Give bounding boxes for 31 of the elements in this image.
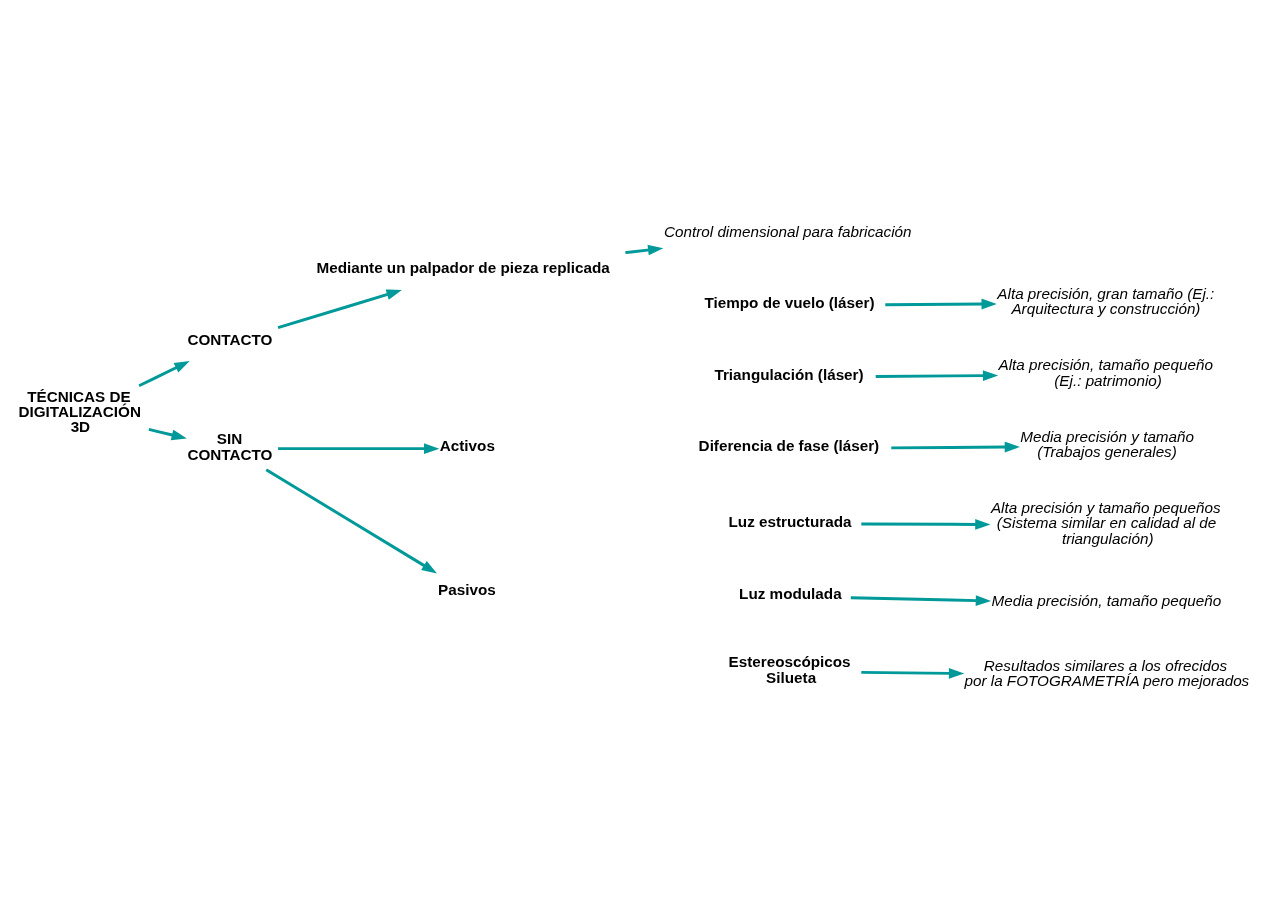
arrow	[891, 441, 1020, 453]
arrow	[861, 668, 965, 679]
arrow	[850, 595, 992, 606]
arrow	[875, 370, 999, 381]
arrow	[625, 244, 664, 256]
node-text: Activos	[439, 437, 495, 455]
arrow	[277, 289, 402, 330]
arrow	[148, 427, 187, 441]
node-text: Mediante un palpador de pieza replicada	[316, 259, 610, 277]
node-text: Pasivos	[438, 580, 496, 598]
node-text: Diferencia de fase (láser)	[698, 437, 880, 455]
node-text: Luz modulada	[739, 585, 842, 603]
arrow	[265, 468, 437, 574]
node-text: Estereoscópicos Silueta	[728, 653, 851, 686]
node-text: Luz estructurada	[728, 512, 852, 530]
node-text: SIN CONTACTO	[187, 430, 273, 463]
node-text: Media precisión, tamaño pequeño	[991, 592, 1222, 610]
node-text: Triangulación (láser)	[714, 365, 864, 383]
arrow	[885, 298, 997, 310]
node-text: CONTACTO	[187, 330, 273, 348]
node-text: Alta precisión y tamaño pequeños (Sistema similar en calidad al de triangulación)	[990, 499, 1221, 547]
node-text: Control dimensional para fabricación	[664, 222, 912, 240]
node-text: Media precisión y tamaño (Trabajos generales)	[1020, 428, 1195, 461]
node-text: Alta precisión, gran tamaño (Ej.: Arquitectura y construcción)	[997, 284, 1215, 318]
node-text: Alta precisión, tamaño pequeño (Ej.: patrimonio)	[998, 356, 1214, 389]
node-text: TÉCNICAS DE DIGITALIZACIÓN 3D	[18, 387, 141, 436]
arrow	[138, 361, 190, 388]
node-text: Resultados similares a los ofrecidos por la FOTOGRAMETRÍA pero mejorados	[964, 656, 1250, 690]
node-text: Tiempo de vuelo (láser)	[704, 294, 875, 312]
arrow	[861, 519, 991, 530]
arrow	[278, 443, 440, 454]
